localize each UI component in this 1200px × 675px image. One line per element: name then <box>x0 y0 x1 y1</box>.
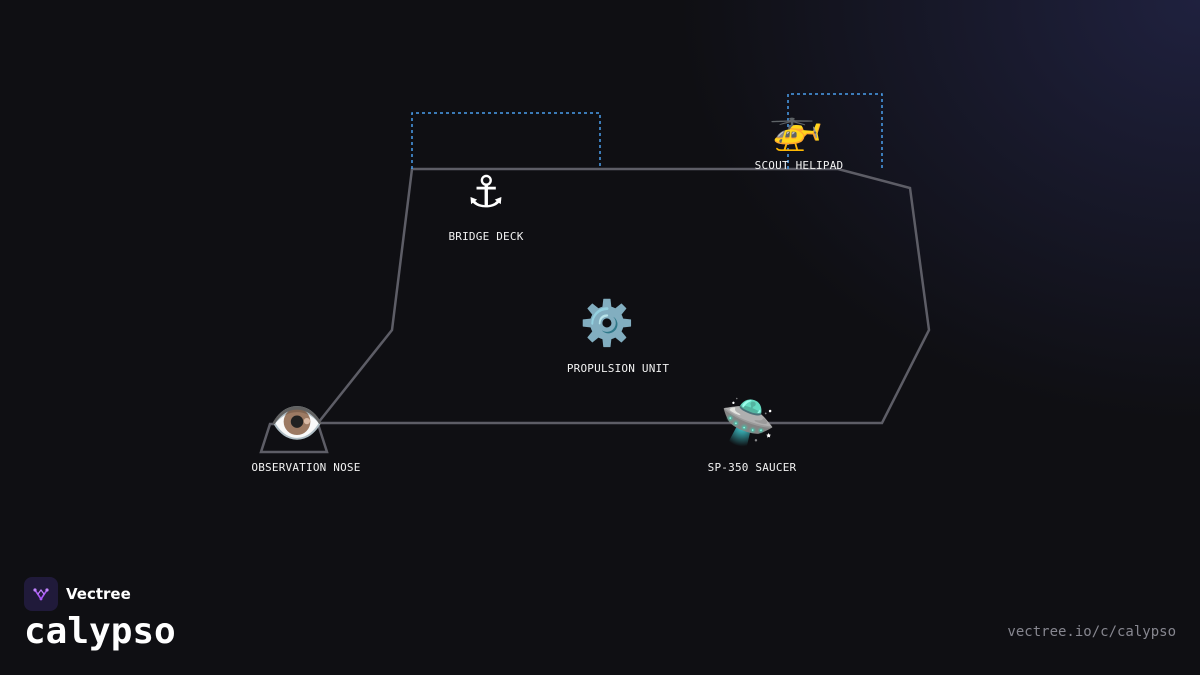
project-title: calypso <box>24 611 176 652</box>
node-scout-helipad[interactable]: 🚁 <box>769 104 824 152</box>
anchor-icon: ⚓ <box>466 167 506 218</box>
bridge-dashed-outline <box>411 112 601 169</box>
vectree-logo-icon <box>24 577 58 611</box>
label-scout-helipad: SCOUT HELIPAD <box>754 159 844 172</box>
flying-saucer-icon: 🛸 <box>720 397 776 448</box>
eye-icon: 👁️ <box>269 398 325 449</box>
label-sp-350-saucer: SP-350 SAUCER <box>707 461 797 474</box>
label-bridge-deck: BRIDGE DECK <box>448 230 524 243</box>
brand[interactable]: Vectree <box>24 577 131 611</box>
hull-outline <box>315 167 931 425</box>
helicopter-icon: 🚁 <box>768 102 824 153</box>
label-propulsion-unit: PROPULSION UNIT <box>566 362 670 375</box>
gear-icon: ⚙️ <box>579 298 635 349</box>
node-propulsion-unit[interactable]: ⚙️ <box>580 300 635 348</box>
node-bridge-deck[interactable]: ⚓ <box>466 169 505 217</box>
project-url[interactable]: vectree.io/c/calypso <box>1007 624 1176 640</box>
brand-name: Vectree <box>66 585 131 603</box>
node-sp-350-saucer[interactable]: 🛸 <box>721 399 776 447</box>
helipad-dashed-outline <box>787 93 883 169</box>
node-observation-nose[interactable]: 👁️ <box>270 400 325 448</box>
label-observation-nose: OBSERVATION NOSE <box>251 461 361 474</box>
nose-outline <box>259 422 329 454</box>
